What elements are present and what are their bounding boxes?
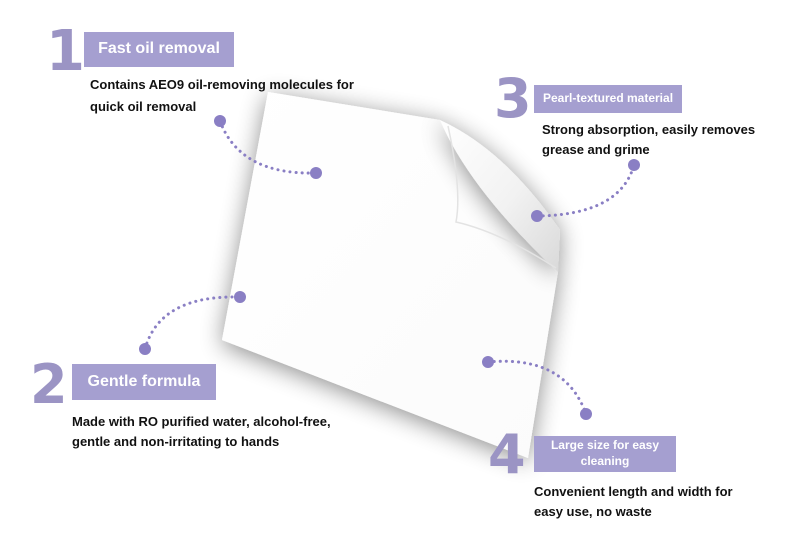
wipe-sheet (222, 92, 558, 458)
connector-dot (580, 408, 592, 420)
feature-1-title: Fast oil removal (84, 32, 234, 67)
feature-3-title: Pearl-textured material (534, 85, 682, 113)
feature-4-title: Large size for easy cleaning (534, 436, 676, 472)
connector-dot (310, 167, 322, 179)
feature-3-number: 3 (494, 67, 532, 130)
connector-1 (218, 119, 318, 175)
feature-3-description: Strong absorption, easily removes grease… (542, 122, 756, 157)
feature-2-number: 2 (30, 353, 68, 416)
connector-dot (628, 159, 640, 171)
feature-2-description: Made with RO purified water, alcohol-fre… (72, 414, 331, 449)
connector-dot (139, 343, 151, 355)
feature-4-number: 4 (488, 423, 526, 486)
feature-1-description: Contains AEO9 oil-removing molecules for… (90, 77, 354, 114)
feature-1-number: 1 (46, 19, 85, 84)
connector-dot (531, 210, 543, 222)
connector-dot (214, 115, 226, 127)
connector-dot (234, 291, 246, 303)
connector-2 (143, 295, 242, 351)
connector-dot (482, 356, 494, 368)
feature-4-description: Convenient length and width for easy use… (534, 484, 733, 519)
feature-2-title: Gentle formula (72, 364, 216, 400)
connector-3 (535, 163, 636, 218)
wipe-curl (440, 120, 560, 272)
